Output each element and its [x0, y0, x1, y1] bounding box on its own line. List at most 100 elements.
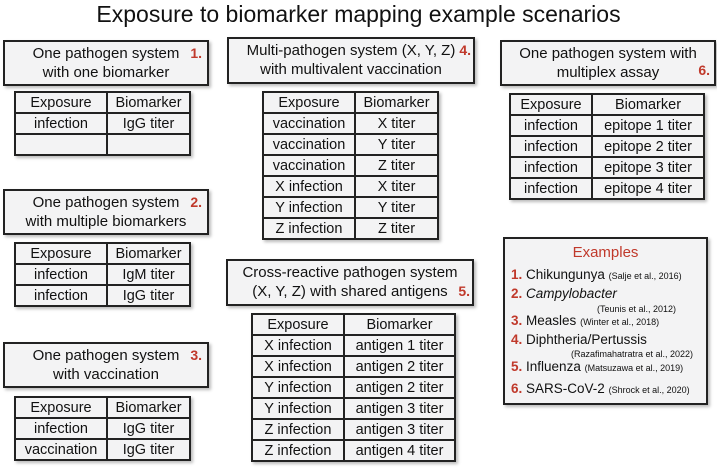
scenario-1-line1: One pathogen system: [32, 45, 180, 62]
example-item: 2. Campylobacter: [511, 286, 617, 301]
example-citation: (Salje et al., 2016): [608, 271, 682, 281]
exposure-cell: infection: [509, 156, 593, 179]
biomarker-cell: Y titer: [354, 133, 439, 156]
scenario-3-line1: One pathogen system: [32, 347, 180, 364]
example-citation: (Shrock et al., 2020): [608, 385, 690, 395]
example-citation: (Winter et al., 2018): [580, 317, 660, 327]
example-name: Chikungunya: [526, 267, 605, 282]
scenario-2-box: One pathogen system with multiple biomar…: [3, 189, 209, 235]
exposure-header: Exposure: [262, 91, 356, 114]
exposure-header: Exposure: [14, 242, 108, 265]
scenario-3-line2: with vaccination: [53, 366, 159, 383]
table-header-row: Exposure Biomarker: [14, 396, 191, 419]
exposure-cell: Y infection: [251, 397, 345, 420]
biomarker-header: Biomarker: [106, 91, 191, 114]
example-number: 3.: [511, 313, 523, 328]
exposure-cell: vaccination: [14, 438, 108, 461]
exposure-cell: infection: [509, 177, 593, 200]
exposure-header: Exposure: [14, 91, 108, 114]
scenario-4-number: 4.: [459, 42, 471, 58]
biomarker-cell: antigen 2 titer: [343, 376, 456, 399]
exposure-cell: Y infection: [262, 196, 356, 219]
table-header-row: Exposure Biomarker: [509, 93, 705, 116]
example-number: 1.: [511, 267, 523, 282]
scenario-6-box: One pathogen system with multiplex assay…: [500, 40, 716, 86]
scenario-6-line2: multiplex assay: [556, 64, 660, 81]
biomarker-cell: IgG titer: [106, 438, 191, 461]
example-name: Influenza: [526, 359, 581, 374]
exposure-header: Exposure: [14, 396, 108, 419]
examples-heading: Examples: [572, 244, 639, 261]
example-item: 6. SARS-CoV-2 (Shrock et al., 2020): [511, 381, 690, 396]
scenario-1-line2: with one biomarker: [42, 64, 170, 81]
scenario-2-table: Exposure Biomarker infection IgM titer i…: [14, 242, 191, 307]
scenario-5-line2: (X, Y, Z) with shared antigens: [252, 283, 448, 300]
scenario-5-box: Cross-reactive pathogen system (X, Y, Z)…: [226, 259, 474, 306]
exposure-cell: X infection: [262, 175, 356, 198]
table-header-row: Exposure Biomarker: [262, 91, 439, 114]
exposure-cell: X infection: [251, 334, 345, 357]
table-row: [14, 133, 191, 156]
scenario-3-box: One pathogen system with vaccination 3.: [3, 342, 209, 388]
biomarker-header: Biomarker: [591, 93, 705, 116]
example-citation: (Matsuzawa et al., 2019): [584, 363, 684, 373]
scenario-4-line1: Multi-pathogen system (X, Y, Z): [246, 42, 456, 59]
biomarker-cell: X titer: [354, 112, 439, 135]
scenario-6-line1: One pathogen system with: [519, 45, 697, 62]
scenario-3-table: Exposure Biomarker infection IgG titer v…: [14, 396, 191, 461]
biomarker-cell: IgM titer: [106, 263, 191, 286]
example-name: Campylobacter: [526, 286, 617, 301]
exposure-cell: vaccination: [262, 133, 356, 156]
exposure-cell: Z infection: [262, 217, 356, 240]
exposure-cell: Y infection: [251, 376, 345, 399]
table-row: infection IgG titer: [14, 417, 191, 440]
exposure-cell: infection: [509, 135, 593, 158]
biomarker-cell: [106, 133, 191, 156]
biomarker-header: Biomarker: [343, 313, 456, 336]
exposure-cell: Z infection: [251, 439, 345, 462]
exposure-header: Exposure: [509, 93, 593, 116]
example-name: Measles: [526, 313, 577, 328]
biomarker-cell: antigen 1 titer: [343, 334, 456, 357]
biomarker-cell: Y titer: [354, 196, 439, 219]
example-number: 4.: [511, 332, 523, 347]
example-number: 2.: [511, 286, 523, 301]
biomarker-cell: antigen 3 titer: [343, 397, 456, 420]
table-header-row: Exposure Biomarker: [14, 242, 191, 265]
biomarker-cell: epitope 4 titer: [591, 177, 705, 200]
biomarker-cell: epitope 3 titer: [591, 156, 705, 179]
scenario-5-number: 5.: [458, 283, 470, 299]
biomarker-cell: IgG titer: [106, 284, 191, 307]
example-item: 1. Chikungunya (Salje et al., 2016): [511, 267, 682, 282]
example-number: 6.: [511, 381, 523, 396]
table-header-row: Exposure Biomarker: [251, 313, 456, 336]
exposure-cell: vaccination: [262, 112, 356, 135]
example-item: 3. Measles (Winter et al., 2018): [511, 313, 659, 328]
example-item: 4. Diphtheria/Pertussis: [511, 332, 647, 347]
scenario-1-box: One pathogen system with one biomarker 1…: [3, 40, 209, 86]
biomarker-cell: antigen 3 titer: [343, 418, 456, 441]
biomarker-cell: X titer: [354, 175, 439, 198]
examples-box: Examples 1. Chikungunya (Salje et al., 2…: [503, 237, 708, 405]
table-header-row: Exposure Biomarker: [14, 91, 191, 114]
exposure-cell: infection: [14, 112, 108, 135]
scenario-4-box: Multi-pathogen system (X, Y, Z) with mul…: [227, 37, 475, 84]
scenario-1-number: 1.: [190, 45, 202, 61]
exposure-header: Exposure: [251, 313, 345, 336]
scenario-6-number: 6.: [698, 62, 710, 78]
biomarker-cell: epitope 2 titer: [591, 135, 705, 158]
example-name: Diphtheria/Pertussis: [526, 332, 647, 347]
